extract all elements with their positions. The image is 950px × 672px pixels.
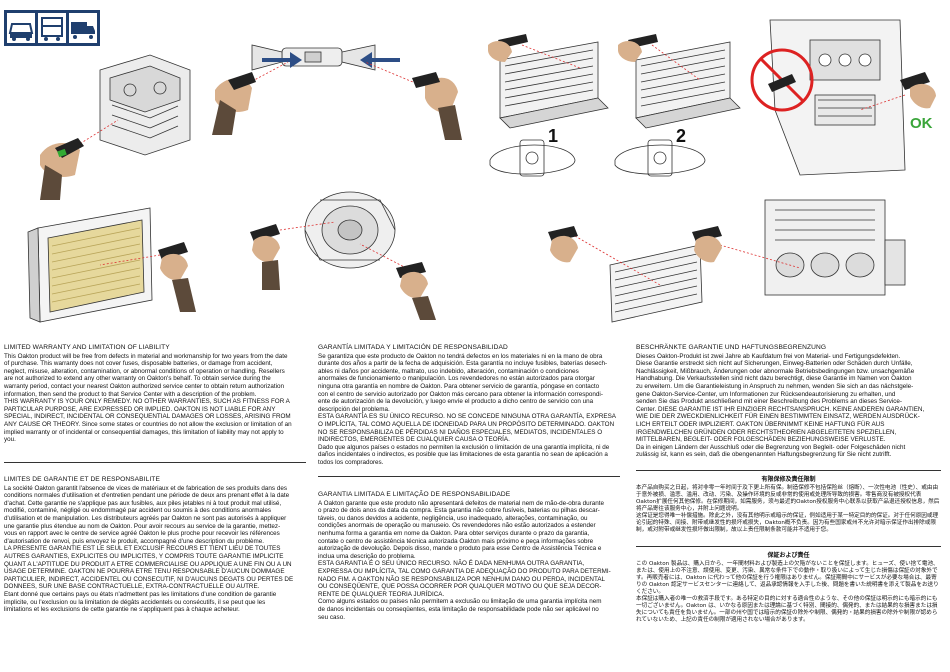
section-body: La société Oakton garantit l'absence de … bbox=[4, 484, 294, 614]
divider bbox=[4, 462, 306, 463]
thermometer-in-hand-icon bbox=[618, 34, 658, 62]
thermometer-in-hand-icon bbox=[548, 226, 578, 263]
section-body: This Oakton product will be free from de… bbox=[4, 352, 292, 444]
section-body: Dieses Oakton-Produkt ist zwei Jahre ab … bbox=[636, 352, 925, 459]
warranty-japanese: 保証および責任 この Oakton 製品は、購入日から、一年間材料および製造上の… bbox=[636, 552, 941, 624]
section-title: GARANTIA LIMITADA E LIMITAÇÃO DE RESPONS… bbox=[318, 491, 511, 498]
divider bbox=[636, 546, 941, 547]
thermometer-in-hand-icon bbox=[396, 262, 436, 320]
warranty-portuguese: GARANTIA LIMITADA E LIMITAÇÃO DE RESPONS… bbox=[318, 491, 620, 621]
air-filter-step-1 bbox=[499, 41, 609, 129]
thermometer-in-hand-icon bbox=[488, 34, 528, 62]
divider bbox=[318, 476, 620, 477]
section-body: A Oakton garante que este produto não ap… bbox=[318, 499, 611, 621]
compressor-illustration bbox=[304, 191, 396, 269]
section-title: LIMITES DE GARANTIE ET DE RESPONSABILITE bbox=[4, 476, 160, 483]
step-1-label: 1 bbox=[548, 126, 558, 146]
engine-block-illustration bbox=[764, 199, 906, 296]
prohibited-icon bbox=[750, 48, 814, 112]
radiator-illustration bbox=[27, 207, 153, 323]
thermometer-in-hand-icon bbox=[158, 242, 196, 312]
air-filter-step-2 bbox=[635, 41, 741, 129]
section-title: 有限保修及責任限制 bbox=[761, 476, 816, 483]
thermometer-in-hand-icon bbox=[40, 138, 84, 200]
section-title: LIMITED WARRANTY AND LIMITATION OF LIABI… bbox=[4, 344, 170, 351]
section-title: BESCHRÄNKTE GARANTIE UND HAFTUNGSBEGRENZ… bbox=[636, 344, 827, 351]
thermometer-in-hand-icon bbox=[692, 226, 722, 263]
thermometer-in-hand-icon bbox=[212, 72, 256, 135]
section-title: GARANTÍA LIMITADA Y LIMITACIÓN DE RESPON… bbox=[318, 344, 508, 351]
section-title: 保証および責任 bbox=[767, 552, 810, 559]
air-filter-bottom-illustration bbox=[609, 244, 703, 323]
thermometer-in-hand-icon bbox=[900, 72, 936, 109]
section-body: Se garantiza que este producto de Oakton… bbox=[318, 352, 616, 466]
dashboard-illustration bbox=[769, 19, 906, 176]
thermometer-in-hand-icon bbox=[250, 224, 280, 290]
usage-illustrations: 1 2 OK bbox=[4, 10, 936, 323]
warranty-french: LIMITES DE GARANTIE ET DE RESPONSABILITE… bbox=[4, 476, 306, 614]
step-2-label: 2 bbox=[676, 126, 686, 146]
ok-label: OK bbox=[910, 115, 933, 132]
truck-icon bbox=[69, 13, 97, 43]
engine-illustration bbox=[99, 54, 191, 156]
section-body: この Oakton 製品は、購入日から、一年間材料および製造上の欠陥がないことを… bbox=[636, 561, 939, 623]
warranty-spanish: GARANTÍA LIMITADA Y LIMITACIÓN DE RESPON… bbox=[318, 344, 620, 467]
exhaust-pipe-illustration bbox=[251, 44, 376, 71]
divider bbox=[636, 470, 941, 471]
vehicle-icons-strip bbox=[4, 10, 100, 46]
filter-housing-2-illustration bbox=[614, 139, 706, 177]
bus-icon bbox=[38, 13, 66, 43]
filter-housing-1-illustration bbox=[489, 139, 576, 177]
warranty-german: BESCHRÄNKTE GARANTIE UND HAFTUNGSBEGRENZ… bbox=[636, 344, 941, 459]
warranty-english: LIMITED WARRANTY AND LIMITATION OF LIABI… bbox=[4, 344, 306, 444]
warranty-chinese: 有限保修及責任限制 本产品自购买之日起，将对非零一年时间于及下更上所有保。制造保… bbox=[636, 476, 941, 534]
thermometer-in-hand-icon bbox=[412, 72, 462, 140]
arrow-right-icon bbox=[262, 52, 302, 68]
section-body: 本产品自购买之日起，将对非零一年时间于及下更上所有保。制造保修不包括保险丝（熔断… bbox=[636, 485, 940, 533]
arrow-left-icon bbox=[360, 52, 400, 68]
car-icon bbox=[7, 13, 35, 43]
